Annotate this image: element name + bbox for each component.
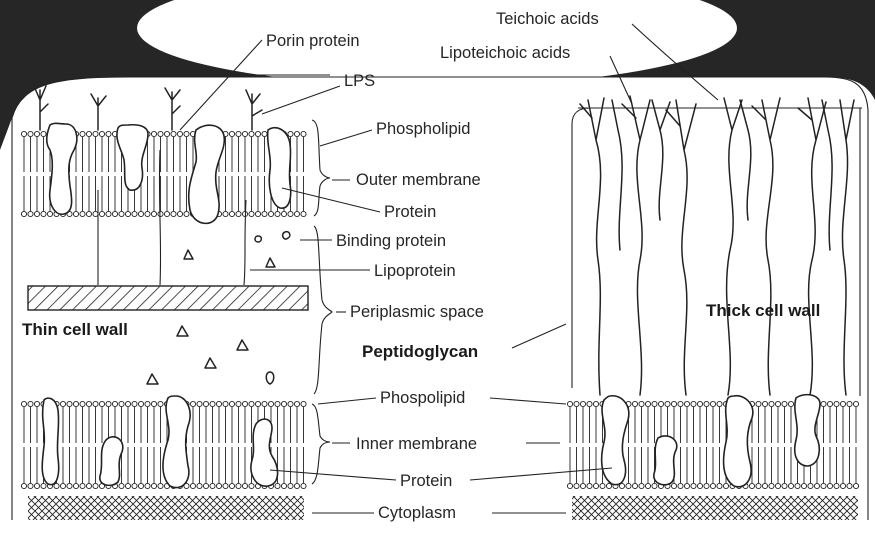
cytoplasm-band-left: [28, 496, 304, 520]
label-phospholipid-inner: Phospolipid: [380, 389, 465, 407]
label-periplasmic-space: Periplasmic space: [350, 303, 484, 321]
label-thick-cell-wall: Thick cell wall: [706, 301, 820, 320]
label-cytoplasm: Cytoplasm: [378, 504, 456, 522]
label-thin-cell-wall: Thin cell wall: [22, 320, 128, 339]
outer-membrane-proteins: [47, 123, 291, 223]
envelope-braces: [312, 120, 332, 484]
label-lipoteichoic-acids: Lipoteichoic acids: [440, 44, 570, 62]
label-lipoprotein: Lipoprotein: [374, 262, 456, 280]
label-outer-membrane: Outer membrane: [356, 171, 481, 189]
label-binding-protein: Binding protein: [336, 232, 446, 250]
inner-membrane-proteins-left: [42, 396, 277, 488]
label-protein-inner: Protein: [400, 472, 452, 490]
label-porin-protein: Porin protein: [266, 32, 360, 50]
label-phospholipid-outer: Phospholipid: [376, 120, 471, 138]
label-teichoic-acids: Teichoic acids: [496, 10, 599, 28]
label-protein-outer: Protein: [384, 203, 436, 221]
teichoic-acid-chains: [580, 96, 854, 395]
label-inner-membrane: Inner membrane: [356, 435, 477, 453]
cytoplasm-band-right: [572, 496, 858, 520]
thin-cell-wall-layer: [28, 286, 308, 310]
label-lps: LPS: [344, 72, 375, 90]
labels: Porin protein LPS Phospholipid Outer mem…: [22, 10, 820, 522]
gram-positive-membrane-proteins: [602, 395, 820, 487]
label-peptidoglycan: Peptidoglycan: [362, 342, 478, 361]
thick-cell-wall-frame: [572, 108, 862, 396]
lipoprotein-lines: [98, 150, 246, 285]
